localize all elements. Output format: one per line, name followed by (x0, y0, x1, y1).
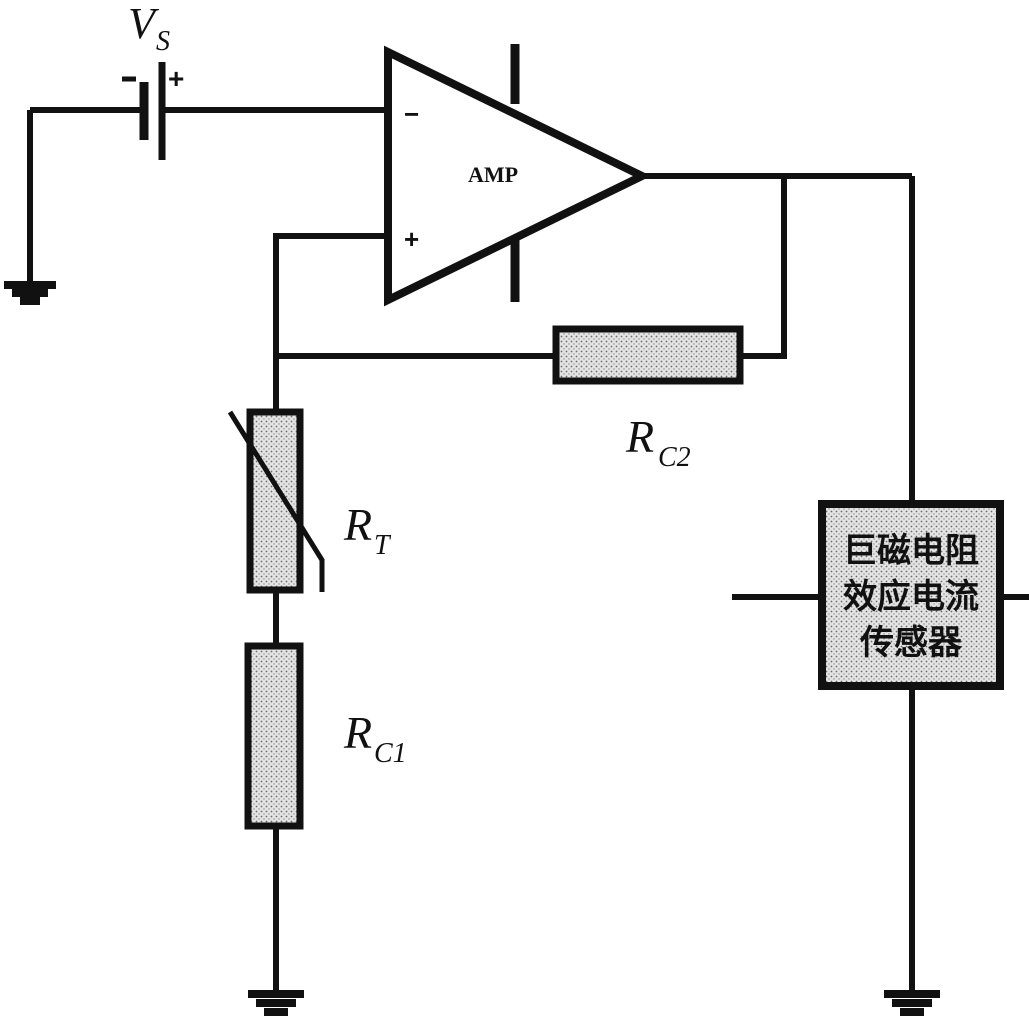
noninverting-input-mark: + (404, 224, 419, 254)
sensor-text-line-2: 效应电流 (843, 577, 979, 617)
svg-text:C2: C2 (658, 442, 691, 473)
sensor-text-line-1: 巨磁电阻 (843, 531, 979, 571)
svg-text:C1: C1 (374, 738, 407, 769)
sensor-text-line-3: 传感器 (859, 623, 963, 663)
ground-symbol-bottom-left (248, 990, 304, 1016)
gmr-sensor: 巨磁电阻 效应电流 传感器 (732, 500, 1029, 690)
amplifier: AMP − + (384, 44, 652, 307)
amplifier-label: AMP (468, 162, 518, 187)
svg-text:S: S (156, 26, 170, 57)
left-ground-wire (27, 107, 140, 282)
battery-plus-mark: + (168, 63, 184, 94)
rc1-label: R C1 (343, 707, 407, 769)
vs-label: V S (128, 0, 170, 57)
resistor-rc2 (552, 325, 744, 385)
inverting-input-mark: − (404, 99, 419, 129)
resistor-rc1 (244, 642, 304, 830)
svg-text:R: R (343, 499, 372, 550)
battery-vs: + (122, 62, 388, 160)
thermistor-rt (227, 408, 325, 594)
svg-text:R: R (343, 707, 372, 758)
rc2-label: R C2 (625, 411, 691, 473)
svg-text:R: R (625, 411, 654, 462)
rt-label: R T (343, 499, 392, 561)
ground-symbol-left (4, 281, 56, 305)
svg-text:V: V (128, 0, 160, 48)
svg-text:T: T (374, 530, 392, 561)
ground-symbol-bottom-right (884, 990, 940, 1016)
output-wire (642, 173, 915, 504)
noninverting-wire (273, 233, 556, 412)
